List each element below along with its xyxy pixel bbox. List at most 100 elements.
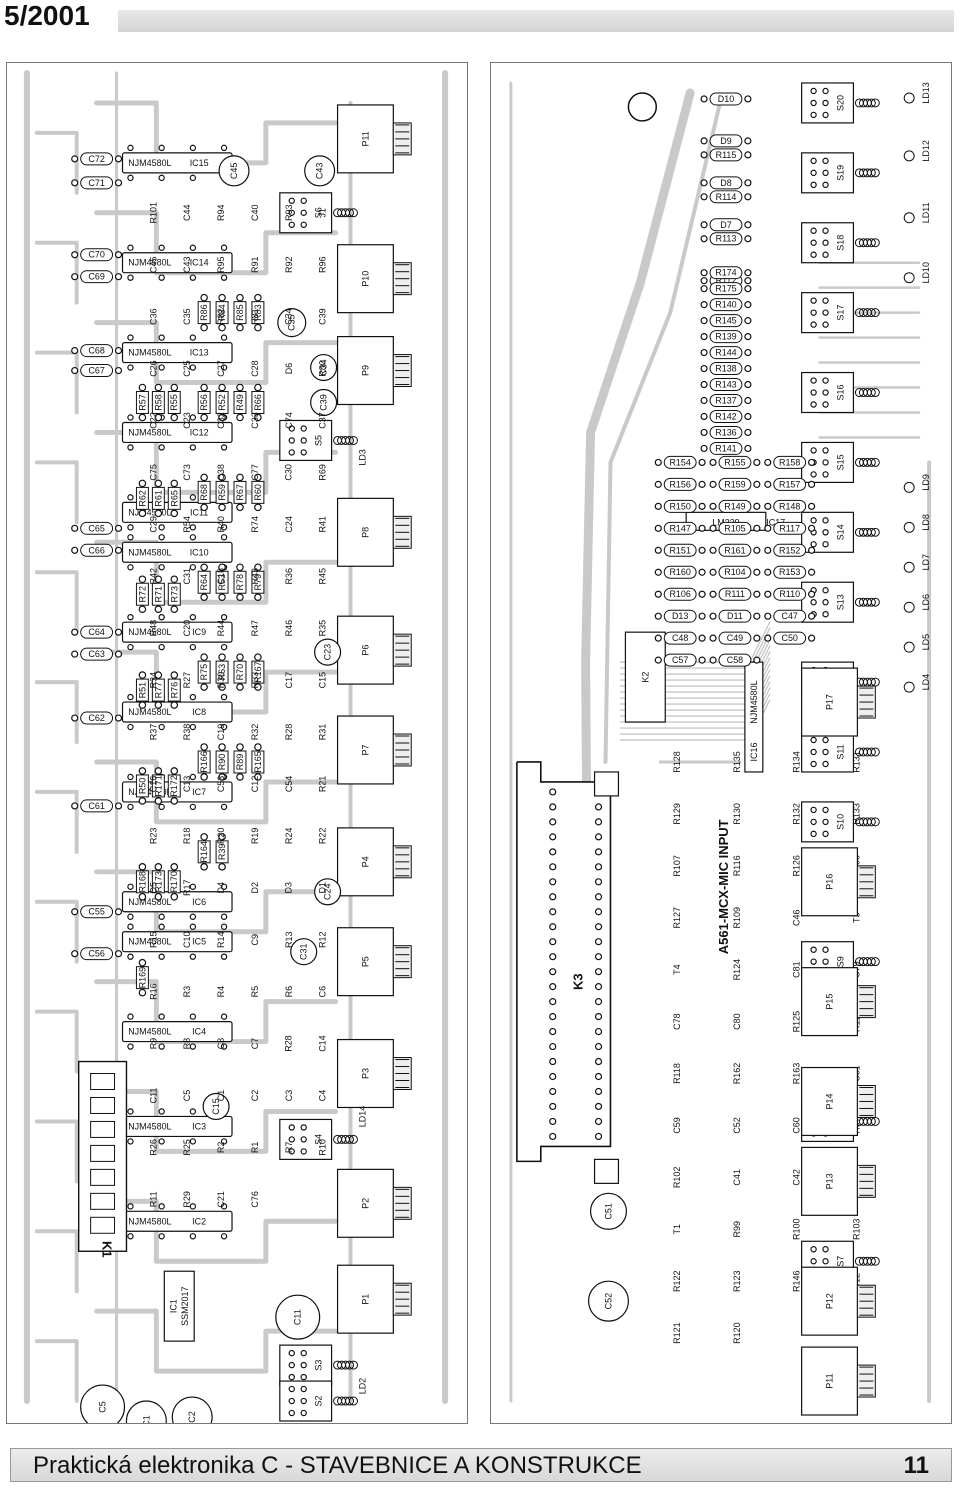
solder-pad bbox=[300, 197, 307, 204]
component-label: C23 bbox=[182, 412, 192, 428]
resistor-label: R172 bbox=[169, 775, 179, 796]
solder-pad bbox=[254, 293, 262, 302]
solder-pad bbox=[744, 333, 752, 341]
capacitor-label: C39 bbox=[319, 394, 329, 410]
solder-pad bbox=[764, 612, 772, 620]
solder-pad bbox=[810, 297, 817, 304]
switch-spring bbox=[866, 98, 876, 108]
solder-pad bbox=[236, 383, 244, 392]
solder-pad bbox=[810, 1258, 817, 1265]
solder-pad bbox=[220, 1013, 228, 1020]
solder-pad bbox=[189, 534, 197, 541]
ic-label: IC6 bbox=[192, 897, 206, 907]
resistor-body bbox=[215, 750, 229, 774]
solder-pad bbox=[753, 546, 761, 554]
ic-label: IC15 bbox=[190, 158, 209, 168]
relay-label: K2 bbox=[640, 672, 650, 683]
solder-pad bbox=[71, 366, 79, 375]
ic-body bbox=[121, 252, 233, 274]
solder-pad bbox=[744, 428, 752, 437]
capacitor-label: C55 bbox=[88, 907, 104, 917]
solder-pad bbox=[709, 502, 717, 510]
capacitor-body bbox=[709, 190, 743, 204]
solder-pad bbox=[810, 181, 817, 189]
solder-pad bbox=[822, 401, 829, 408]
capacitor-body bbox=[80, 799, 114, 813]
potentiometer-body bbox=[336, 244, 394, 314]
solder-pad bbox=[822, 309, 829, 316]
component-label: R15 bbox=[148, 931, 158, 947]
solder-pad bbox=[154, 413, 163, 422]
led-body bbox=[903, 681, 915, 693]
connector-pin bbox=[90, 1168, 116, 1186]
solder-pad bbox=[200, 563, 208, 572]
solder-pad bbox=[808, 546, 816, 554]
resistor-body bbox=[215, 660, 229, 684]
capacitor-body bbox=[663, 631, 697, 645]
resistor-label: R60 bbox=[253, 484, 263, 500]
solder-pad bbox=[158, 244, 165, 251]
capacitor-label: D8 bbox=[720, 178, 731, 188]
resistor-label: R64 bbox=[199, 574, 209, 590]
resistor-body bbox=[215, 570, 229, 594]
capacitor-body bbox=[314, 638, 342, 666]
solder-pad bbox=[810, 806, 817, 814]
component-label: C22 bbox=[148, 412, 158, 428]
resistor-label: R56 bbox=[199, 394, 209, 410]
component-label: R34 bbox=[148, 672, 158, 688]
solder-pad bbox=[654, 656, 662, 664]
switch-label: S7 bbox=[835, 1256, 845, 1267]
solder-pad bbox=[744, 179, 752, 187]
solder-pad bbox=[810, 517, 817, 524]
capacitor-label: R111 bbox=[725, 589, 745, 599]
solder-pad bbox=[764, 502, 772, 510]
resistor-body bbox=[251, 570, 265, 594]
switch-spring bbox=[870, 308, 880, 318]
solder-pad bbox=[700, 428, 708, 437]
solder-pad bbox=[753, 458, 761, 467]
switch-spring bbox=[345, 435, 354, 445]
solder-pad bbox=[158, 913, 165, 920]
solder-pad bbox=[753, 502, 761, 510]
solder-pad bbox=[810, 830, 817, 838]
solder-pad bbox=[700, 179, 708, 187]
copper-track bbox=[34, 1229, 79, 1294]
solder-pad bbox=[127, 1233, 134, 1240]
component-label: R37 bbox=[148, 724, 158, 740]
resistor-label: R55 bbox=[169, 394, 179, 410]
solder-pad bbox=[594, 1027, 603, 1036]
capacitor-body bbox=[709, 148, 743, 162]
component-label: R16 bbox=[148, 983, 158, 999]
page-footer: Praktická elektronika C - STAVEBNICE A K… bbox=[10, 1448, 952, 1482]
led-label: LD7 bbox=[921, 554, 931, 570]
solder-pad bbox=[822, 517, 829, 524]
component-label: C33 bbox=[250, 412, 260, 428]
component-label: R4 bbox=[216, 986, 226, 997]
ic-type-label: NJM4580L bbox=[128, 707, 171, 717]
component-label: R43 bbox=[250, 568, 260, 584]
ic-body bbox=[121, 341, 233, 364]
capacitor-body bbox=[718, 499, 752, 513]
solder-pad bbox=[810, 87, 817, 95]
switch-label: S16 bbox=[835, 385, 845, 401]
ic-type-label: NJM4580L bbox=[128, 547, 171, 557]
solder-pad bbox=[220, 1233, 228, 1240]
solder-pad bbox=[154, 605, 163, 613]
resistor-label: R65 bbox=[169, 490, 179, 506]
solder-pad bbox=[138, 988, 147, 997]
solder-pad bbox=[200, 593, 208, 602]
component-label: C39 bbox=[318, 308, 328, 324]
solder-pad bbox=[154, 767, 163, 775]
component-label: R9 bbox=[148, 1038, 158, 1049]
capacitor-body bbox=[773, 587, 807, 601]
solder-pad bbox=[154, 479, 163, 488]
solder-pad bbox=[220, 274, 228, 281]
component-label: R33 bbox=[250, 672, 260, 688]
solder-pad bbox=[700, 151, 708, 159]
component-label: R91 bbox=[250, 256, 260, 272]
capacitor-body bbox=[773, 543, 807, 557]
solder-pad bbox=[154, 701, 163, 709]
potentiometer-label: P10 bbox=[360, 271, 370, 287]
solder-pad bbox=[822, 157, 829, 165]
solder-pad bbox=[549, 938, 557, 946]
